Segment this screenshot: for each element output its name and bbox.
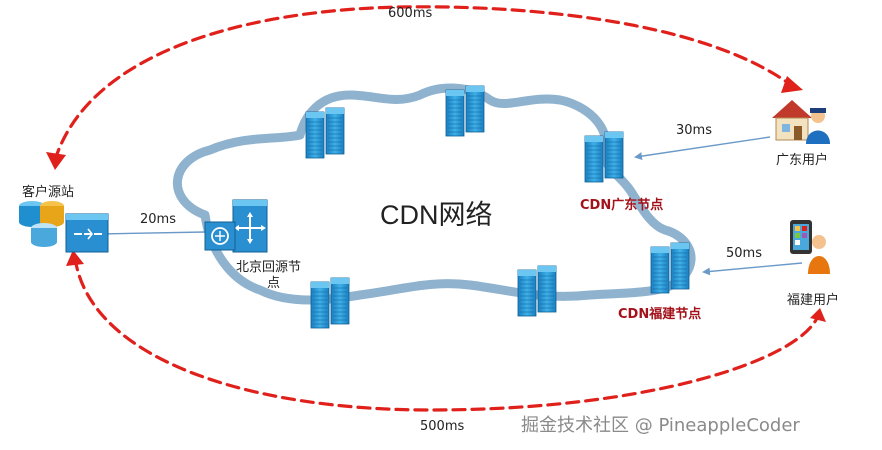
arrow-top-head-user — [781, 76, 803, 93]
arrow-beijing-to-origin — [98, 229, 206, 238]
arrow-top-long — [53, 5, 797, 162]
arrow-gd-user-to-node — [634, 136, 771, 161]
arrow-bottom-head-user — [810, 308, 826, 322]
guangdong-node-label: CDN广东节点 — [580, 198, 664, 213]
cdn-network-title: CDN网络 — [380, 200, 493, 230]
beijing-node-label-line2: 点 — [267, 276, 281, 291]
guangdong-user-icon — [772, 100, 830, 144]
cdn-cloud-outline — [173, 83, 696, 305]
watermark-text: 掘金技术社区 @ PineappleCoder — [521, 415, 800, 436]
arrow-top-head-origin — [46, 152, 66, 170]
fujian-node-label: CDN福建节点 — [618, 307, 702, 322]
origin-site-label: 客户源站 — [22, 185, 75, 200]
fujian-user-icon — [790, 220, 830, 274]
guangdong-user-label: 广东用户 — [776, 153, 829, 168]
latency-beijing-label: 20ms — [140, 212, 176, 227]
beijing-node-label-line1: 北京回源节 — [236, 260, 302, 275]
arrow-fj-user-to-node — [702, 262, 803, 276]
latency-guangdong-label: 30ms — [676, 123, 712, 138]
beijing-node-device-icon — [204, 199, 268, 253]
fujian-user-label: 福建用户 — [787, 293, 840, 308]
origin-site-icon — [19, 201, 109, 253]
latency-fujian-label: 50ms — [726, 246, 762, 261]
arrow-bottom-head-origin — [66, 250, 84, 266]
latency-bottom-label: 500ms — [420, 419, 465, 434]
latency-top-label: 600ms — [388, 6, 433, 21]
arrow-bottom-long — [73, 256, 820, 412]
